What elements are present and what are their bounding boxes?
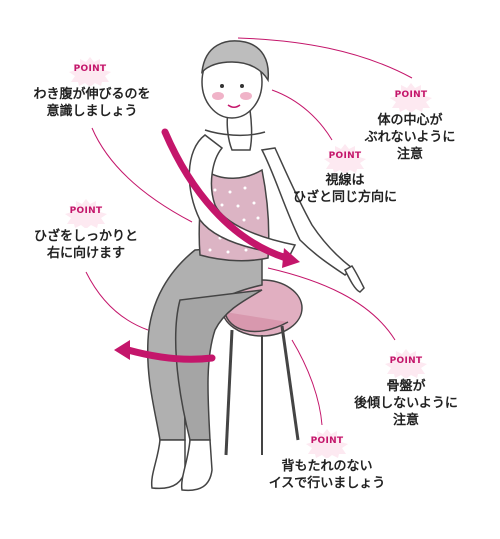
leader-line-knee: [85, 271, 149, 331]
leader-lines: [85, 37, 413, 426]
point-badge-label: POINT: [69, 206, 103, 216]
leader-line-pelvis: [267, 267, 396, 341]
head: [201, 40, 270, 151]
point-badge-label: POINT: [389, 356, 423, 366]
note-line: 骨盤が: [386, 379, 426, 394]
point-badge-gaze: POINT: [322, 143, 368, 173]
note-line: 視線は: [325, 173, 365, 188]
point-badge-center: POINT: [388, 82, 434, 112]
point-badge-label: POINT: [328, 151, 362, 161]
point-badge-label: POINT: [73, 64, 107, 74]
point-badge-knee: POINT: [63, 198, 109, 228]
note-line: 背もたれのない: [281, 459, 373, 474]
note-line: 意識しましょう: [46, 104, 138, 119]
note-line: 後傾しないように: [354, 396, 458, 411]
point-badge-chair: POINT: [304, 428, 350, 458]
knee-turn-arrowhead: [114, 340, 130, 360]
torso-twist-arrow: [161, 128, 290, 262]
point-badge-waist: POINT: [67, 56, 113, 86]
point-note-waist: わき腹が伸びるのを 意識しましょう: [22, 86, 162, 120]
note-line: ひざをしっかりと: [33, 229, 138, 244]
note-line: ぶれないように: [364, 130, 456, 145]
point-note-knee: ひざをしっかりと 右に向けます: [22, 228, 150, 262]
note-line: わき腹が伸びるのを: [33, 87, 151, 102]
note-line: 注意: [396, 147, 423, 162]
note-line: 体の中心が: [377, 113, 443, 128]
leader-line-gaze: [271, 89, 333, 141]
note-line: イスで行いましょう: [268, 476, 386, 491]
legs: [146, 248, 263, 492]
point-badge-pelvis: POINT: [383, 348, 429, 378]
point-badge-label: POINT: [394, 90, 428, 100]
point-note-gaze: 視線は ひざと同じ方向に: [284, 172, 406, 206]
note-line: 注意: [392, 413, 419, 428]
point-badge-label: POINT: [310, 436, 344, 446]
point-note-pelvis: 骨盤が 後傾しないように 注意: [345, 378, 467, 429]
leader-line-chair: [291, 339, 323, 426]
torso-twist-arrowhead: [282, 248, 300, 268]
note-line: 右に向けます: [46, 246, 125, 261]
knee-turn-arrow: [124, 346, 216, 363]
leader-line-waist: [91, 127, 193, 223]
note-line: ひざと同じ方向に: [292, 190, 397, 205]
point-note-center: 体の中心が ぶれないように 注意: [355, 112, 465, 163]
leader-line-center: [237, 37, 413, 79]
motion-arrows: [124, 128, 290, 363]
arrowheads: [114, 248, 300, 360]
point-note-chair: 背もたれのない イスで行いましょう: [260, 458, 394, 492]
